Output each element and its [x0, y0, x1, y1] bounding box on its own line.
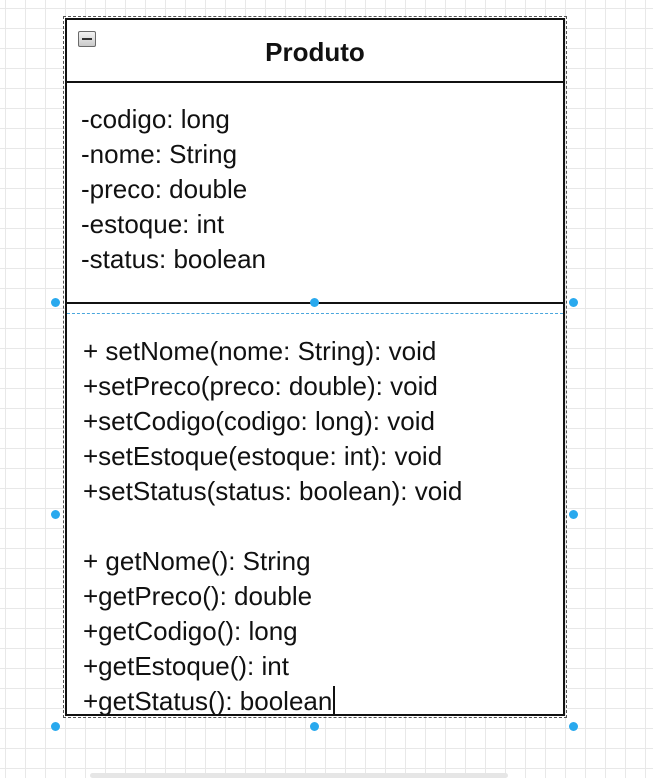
- method-item-text: +getStatus(): boolean: [83, 686, 333, 716]
- method-item: +getPreco(): double: [83, 581, 313, 611]
- resize-handle-icon[interactable]: [310, 298, 319, 307]
- attribute-item: -status: boolean: [81, 244, 267, 274]
- method-item: +setStatus(status: boolean): void: [83, 476, 463, 506]
- resize-handle-icon[interactable]: [51, 510, 60, 519]
- uml-class-box[interactable]: Produto -codigo: long -nome: String -pre…: [65, 18, 565, 716]
- attributes-section[interactable]: -codigo: long -nome: String -preco: doub…: [81, 102, 551, 277]
- method-item: +setPreco(preco: double): void: [83, 371, 438, 401]
- class-header[interactable]: Produto: [67, 20, 563, 83]
- method-item: +setCodigo(codigo: long): void: [83, 406, 435, 436]
- attribute-item: -estoque: int: [81, 209, 225, 239]
- method-spacer: [83, 509, 553, 544]
- resize-handle-icon[interactable]: [569, 722, 578, 731]
- method-item: + setNome(nome: String): void: [83, 336, 437, 366]
- method-item-editing[interactable]: +getStatus(): boolean: [83, 684, 553, 719]
- method-item: +getCodigo(): long: [83, 616, 298, 646]
- resize-handle-icon[interactable]: [51, 722, 60, 731]
- class-name[interactable]: Produto: [265, 37, 365, 67]
- attribute-item: -codigo: long: [81, 104, 230, 134]
- method-item: + getNome(): String: [83, 546, 311, 576]
- resize-handle-icon[interactable]: [310, 722, 319, 731]
- attribute-item: -nome: String: [81, 139, 238, 169]
- method-item: +getEstoque(): int: [83, 651, 289, 681]
- collapse-icon[interactable]: [78, 31, 96, 47]
- attribute-item: -preco: double: [81, 174, 248, 204]
- horizontal-scrollbar[interactable]: [90, 773, 508, 778]
- resize-handle-icon[interactable]: [569, 298, 578, 307]
- methods-section[interactable]: + setNome(nome: String): void +setPreco(…: [83, 334, 553, 719]
- resize-handle-icon[interactable]: [569, 510, 578, 519]
- resize-handle-icon[interactable]: [51, 298, 60, 307]
- method-item: +setEstoque(estoque: int): void: [83, 441, 443, 471]
- selected-section-outline: [67, 313, 563, 314]
- text-caret: [333, 686, 336, 716]
